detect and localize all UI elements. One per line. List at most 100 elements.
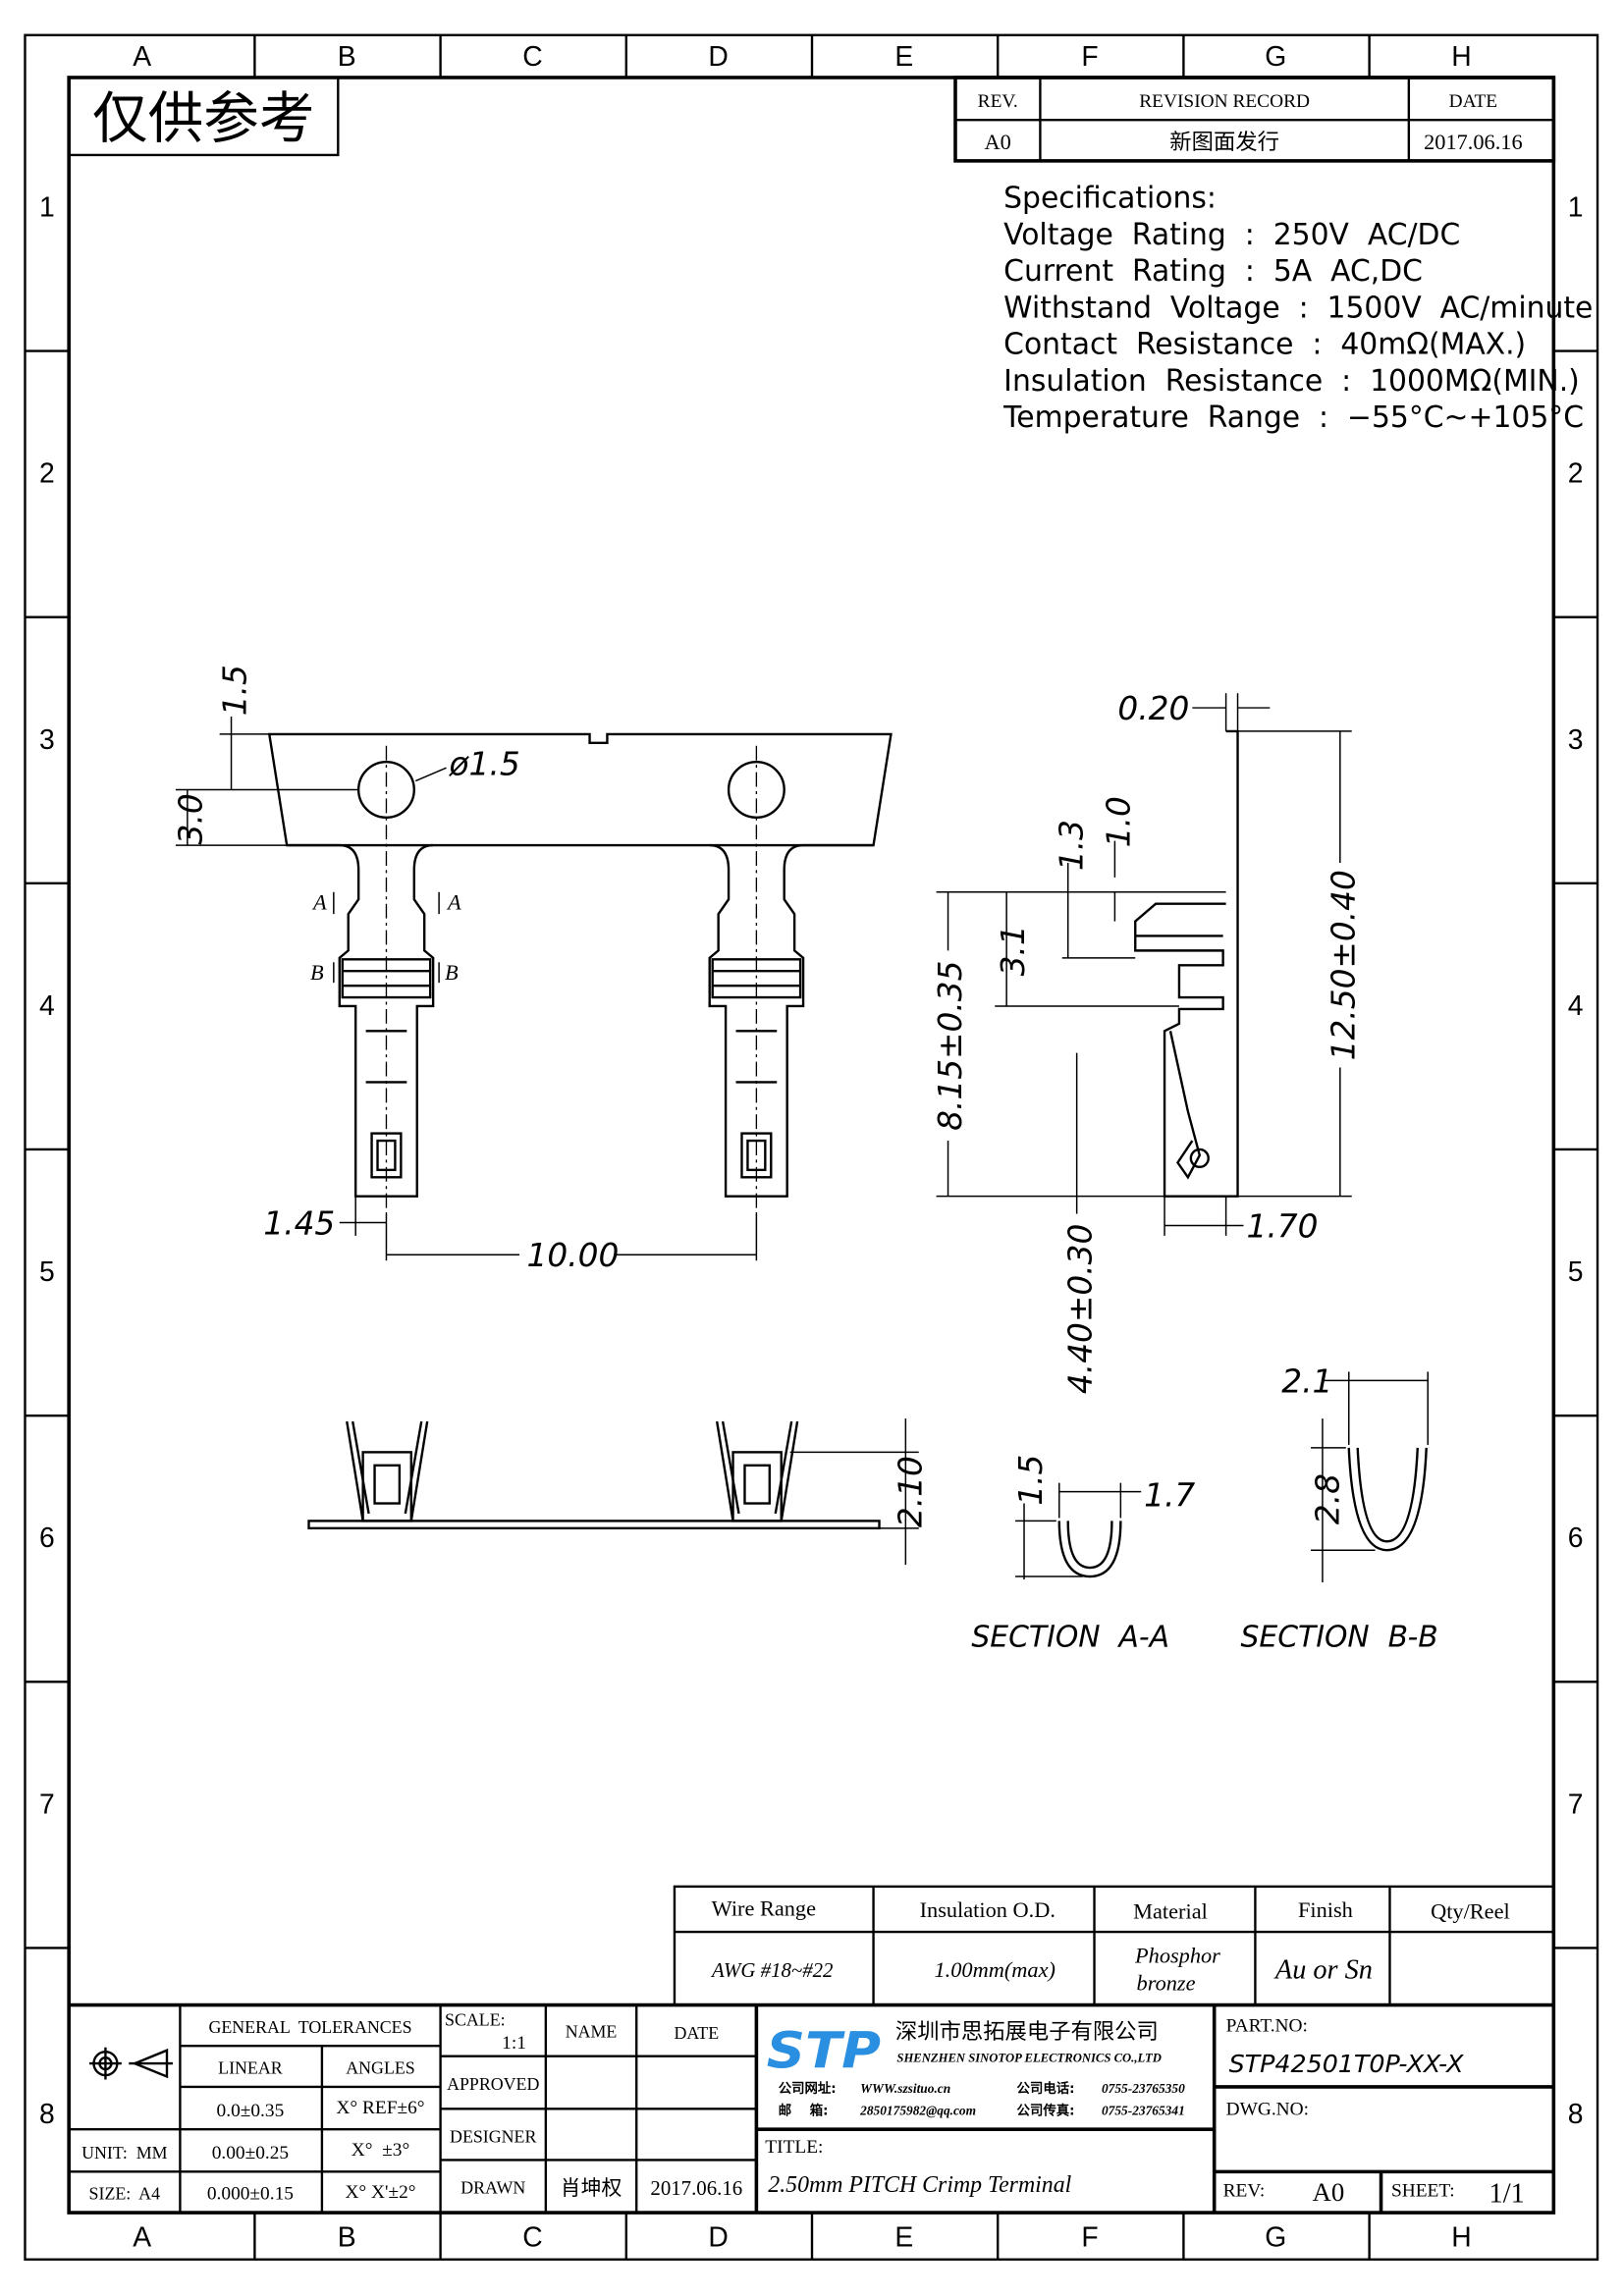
grid-row: 7 xyxy=(39,1788,55,1819)
grid-col: H xyxy=(1451,40,1471,72)
unit-label: UNIT: MM xyxy=(81,2143,168,2163)
grid-row: 5 xyxy=(1568,1255,1584,1287)
sheet-frame: A B C D E F G H A B C D E F G H 1 2 3 4 … xyxy=(24,33,1599,2261)
side-view: 0.20 1.3 1.0 3.1 8.15±0.35 12.50±0.40 1.… xyxy=(932,690,1363,1394)
grid-row: 6 xyxy=(39,1522,55,1553)
dwg-no-label: DWG.NO: xyxy=(1226,2099,1309,2119)
fax-label: 公司传真: xyxy=(1017,2102,1075,2118)
scale-value: 1:1 xyxy=(502,2033,526,2054)
general-tolerances-label: GENERAL TOLERANCES xyxy=(208,2017,411,2037)
phone-label: 公司电话: xyxy=(1017,2080,1075,2097)
dim-1-45: 1.45 xyxy=(263,1204,335,1242)
grid-row-labels-left: 1 2 3 4 5 6 7 8 xyxy=(39,190,55,2129)
grid-col: F xyxy=(1081,40,1098,72)
linear-label: LINEAR xyxy=(218,2058,283,2078)
email-label: 邮 箱: xyxy=(779,2102,829,2118)
rev-value: A0 xyxy=(985,130,1011,154)
part-number: STP42501T0P-XX-X xyxy=(1229,2049,1465,2078)
grid-column-labels-bottom: A B C D E F G H xyxy=(133,2220,1471,2252)
dim-2-1-section: 2.1 xyxy=(1281,1362,1332,1400)
company-name-cn: 深圳市思拓展电子有限公司 xyxy=(895,2019,1159,2045)
terminal-left xyxy=(287,843,435,1198)
drawn-date: 2017.06.16 xyxy=(650,2176,742,2200)
grid-row: 6 xyxy=(1568,1522,1584,1553)
section-a-a-label: SECTION A-A xyxy=(971,1621,1169,1655)
company-phone: 0755-23765350 xyxy=(1102,2081,1185,2096)
dim-1-5: 1.5 xyxy=(216,665,253,716)
section-marker-b: B xyxy=(445,960,459,985)
date-header: DATE xyxy=(674,2023,719,2043)
scale-label: SCALE: xyxy=(445,2009,506,2029)
spec-line: Withstand Voltage : 1500V AC/minute xyxy=(1003,291,1593,325)
rev-label: REV: xyxy=(1223,2181,1266,2202)
insulation-od-value: 1.00mm(max) xyxy=(935,1957,1056,1982)
grid-col: G xyxy=(1265,2220,1286,2252)
grid-col: A xyxy=(133,40,151,72)
approved-label: APPROVED xyxy=(447,2074,539,2094)
grid-col: F xyxy=(1081,2220,1098,2252)
dim-2-10: 2.10 xyxy=(893,1456,930,1527)
size-label: SIZE: A4 xyxy=(89,2184,161,2204)
projection-symbol-icon xyxy=(89,2047,173,2080)
drawn-name: 肖坤权 xyxy=(561,2176,623,2200)
rev-value: A0 xyxy=(1313,2177,1345,2207)
dim-hole-diameter: ø1.5 xyxy=(449,746,520,783)
material-header: Material xyxy=(1133,1899,1208,1924)
grid-row: 2 xyxy=(1568,457,1584,489)
dim-3-1: 3.1 xyxy=(995,925,1032,976)
dim-12-50: 12.50±0.40 xyxy=(1326,870,1363,1060)
dim-1-5-section: 1.5 xyxy=(1012,1455,1050,1506)
company-logo: STP xyxy=(767,2022,881,2080)
tol-angle: X° REF±6° xyxy=(336,2098,424,2118)
dim-1-3: 1.3 xyxy=(1054,820,1091,871)
company-website: WWW.szsituo.cn xyxy=(860,2081,950,2096)
web-label: 公司网址: xyxy=(779,2080,837,2097)
dim-8-15: 8.15±0.35 xyxy=(932,961,969,1131)
dim-1-0: 1.0 xyxy=(1100,796,1137,847)
name-header: NAME xyxy=(566,2021,618,2041)
dim-3-0: 3.0 xyxy=(173,793,210,844)
grid-col: E xyxy=(894,40,913,72)
dim-pitch: 10.00 xyxy=(526,1237,619,1274)
company-fax: 0755-23765341 xyxy=(1102,2103,1185,2117)
grid-col: C xyxy=(522,40,542,72)
tol-angle: X° ±3° xyxy=(352,2140,409,2161)
reference-only-stamp: 仅供参考 xyxy=(67,76,340,157)
grid-row: 1 xyxy=(1568,190,1584,222)
grid-row: 5 xyxy=(39,1255,55,1287)
spec-title: Specifications: xyxy=(1003,182,1217,216)
dim-thickness: 0.20 xyxy=(1117,690,1189,727)
grid-row: 7 xyxy=(1568,1788,1584,1819)
title-block: GENERAL TOLERANCES LINEAR ANGLES 0.0±0.3… xyxy=(69,2002,1554,2214)
sheet-label: SHEET: xyxy=(1391,2181,1455,2202)
bottom-view: 2.10 xyxy=(307,1418,930,1566)
tol-linear: 0.00±0.25 xyxy=(212,2143,289,2163)
material-value-line1: Phosphor xyxy=(1134,1943,1220,1967)
grid-row: 4 xyxy=(1568,989,1584,1021)
part-no-label: PART.NO: xyxy=(1226,2015,1308,2036)
grid-col: H xyxy=(1451,2220,1471,2252)
spec-line: Voltage Rating : 250V AC/DC xyxy=(1003,218,1460,252)
grid-col: B xyxy=(338,2220,356,2252)
grid-col: D xyxy=(708,40,728,72)
product-table: Wire Range Insulation O.D. Material Fini… xyxy=(673,1885,1555,2006)
grid-col: C xyxy=(522,2220,542,2252)
grid-row: 3 xyxy=(1568,723,1584,755)
front-view: 3.0 1.5 ø1.5 A A B B 1.45 10.00 xyxy=(173,665,893,1274)
sheet-value: 1/1 xyxy=(1489,2179,1525,2210)
section-marker-a: A xyxy=(446,890,461,915)
grid-column-labels-top: A B C D E F G H xyxy=(133,40,1471,72)
title-label: TITLE: xyxy=(765,2137,823,2158)
grid-col: D xyxy=(708,2220,728,2252)
dim-2-8-section: 2.8 xyxy=(1309,1473,1346,1524)
material-value-line2: bronze xyxy=(1137,1971,1196,1996)
spec-line: Contact Resistance : 40mΩ(MAX.) xyxy=(1003,328,1526,362)
logo-text: STP xyxy=(767,2022,881,2080)
grid-col: G xyxy=(1265,40,1286,72)
company-email: 2850175982@qq.com xyxy=(859,2103,976,2117)
spec-line: Temperature Range : −55°C~+105°C xyxy=(1002,400,1584,435)
designer-label: DESIGNER xyxy=(450,2127,536,2147)
revision-record-header: REVISION RECORD xyxy=(1139,91,1310,112)
finish-header: Finish xyxy=(1298,1897,1353,1922)
